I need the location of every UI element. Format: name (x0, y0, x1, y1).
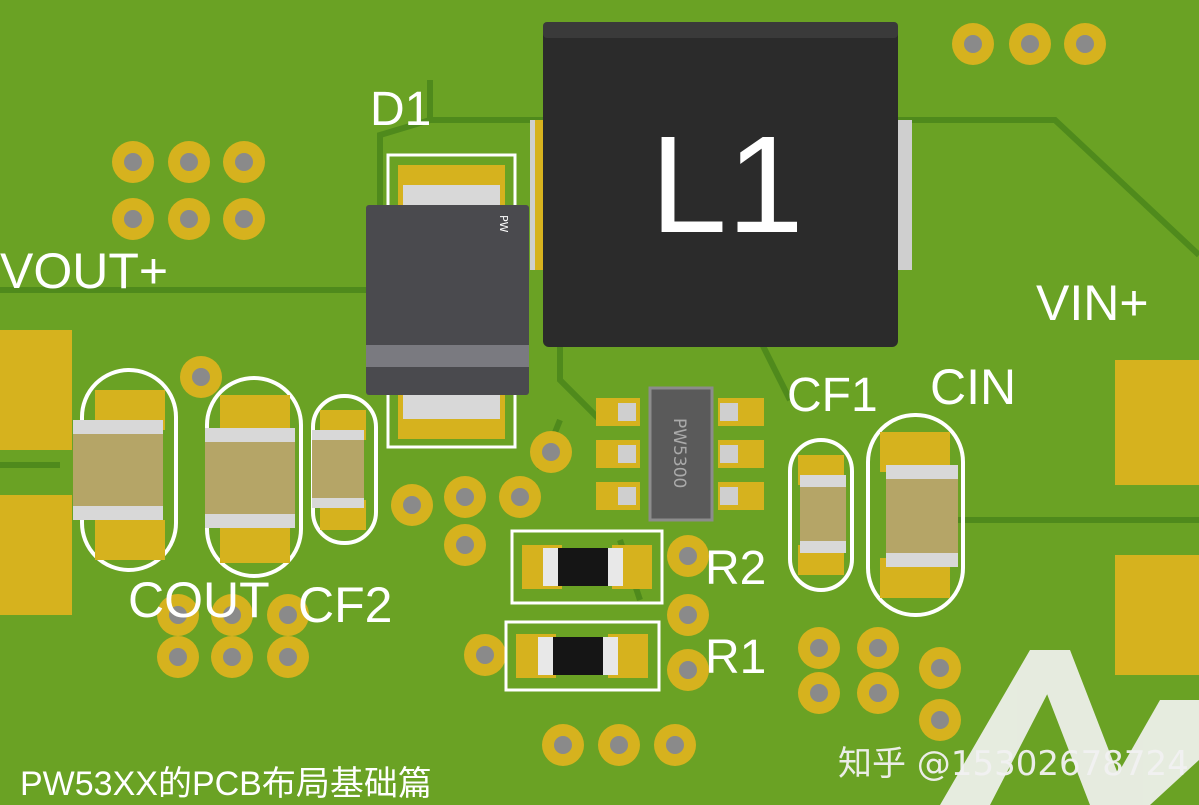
caption-title: PW53XX的PCB布局基础篇 (20, 765, 432, 803)
label-cf1: CF1 (787, 369, 878, 422)
r2-resistor (510, 529, 664, 605)
via-hole (869, 639, 887, 657)
via-hole (169, 606, 187, 624)
via-hole (610, 736, 628, 754)
l1-inductor: L1 (530, 22, 912, 347)
via-hole (223, 648, 241, 666)
via-hole (180, 153, 198, 171)
d1-pw-mark: PW (497, 215, 510, 233)
label-cin: CIN (930, 359, 1017, 415)
via-hole (679, 661, 697, 679)
via-hole (279, 648, 297, 666)
via-hole (235, 153, 253, 171)
label-vin: VIN+ (1036, 275, 1149, 331)
watermark-text: 知乎 @15302678724 (838, 744, 1189, 784)
via-hole (180, 210, 198, 228)
label-vout: VOUT+ (0, 243, 169, 299)
cin-capacitor (866, 413, 965, 617)
via-hole (456, 488, 474, 506)
cf1-capacitor (788, 438, 854, 592)
via-hole (124, 153, 142, 171)
via-hole (666, 736, 684, 754)
vias (112, 23, 1106, 766)
l1-body (543, 22, 898, 347)
via-hole (235, 210, 253, 228)
cf2-capacitor (311, 394, 378, 545)
ic-body (648, 386, 714, 522)
connector-pads (0, 330, 1199, 675)
via-hole (679, 547, 697, 565)
via-hole (679, 606, 697, 624)
via-hole (279, 606, 297, 624)
via-hole (964, 35, 982, 53)
via-hole (542, 443, 560, 461)
via-hole (511, 488, 529, 506)
label-cout: COUT (128, 572, 270, 628)
via-hole (869, 684, 887, 702)
via-hole (1021, 35, 1039, 53)
via-hole (931, 711, 949, 729)
via-hole (403, 496, 421, 514)
label-d1: D1 (370, 83, 432, 136)
label-r1: R1 (705, 631, 767, 684)
ic-pw5300: PW5300 (596, 386, 764, 522)
via-hole (456, 536, 474, 554)
d1-cathode-band (366, 345, 529, 367)
l1-label: L1 (650, 108, 804, 262)
via-hole (476, 646, 494, 664)
via-hole (810, 684, 828, 702)
via-hole (931, 659, 949, 677)
via-hole (192, 368, 210, 386)
via-hole (124, 210, 142, 228)
d1-diode: PW (366, 153, 529, 449)
cout-capacitors (73, 368, 303, 578)
watermark-logo (940, 650, 1199, 805)
via-hole (810, 639, 828, 657)
label-cf2: CF2 (298, 577, 393, 633)
r1-resistor (504, 620, 661, 692)
ic-mark: PW5300 (669, 418, 689, 488)
via-hole (169, 648, 187, 666)
via-hole (554, 736, 572, 754)
via-hole (1076, 35, 1094, 53)
via-hole (223, 606, 241, 624)
label-r2: R2 (705, 542, 767, 595)
